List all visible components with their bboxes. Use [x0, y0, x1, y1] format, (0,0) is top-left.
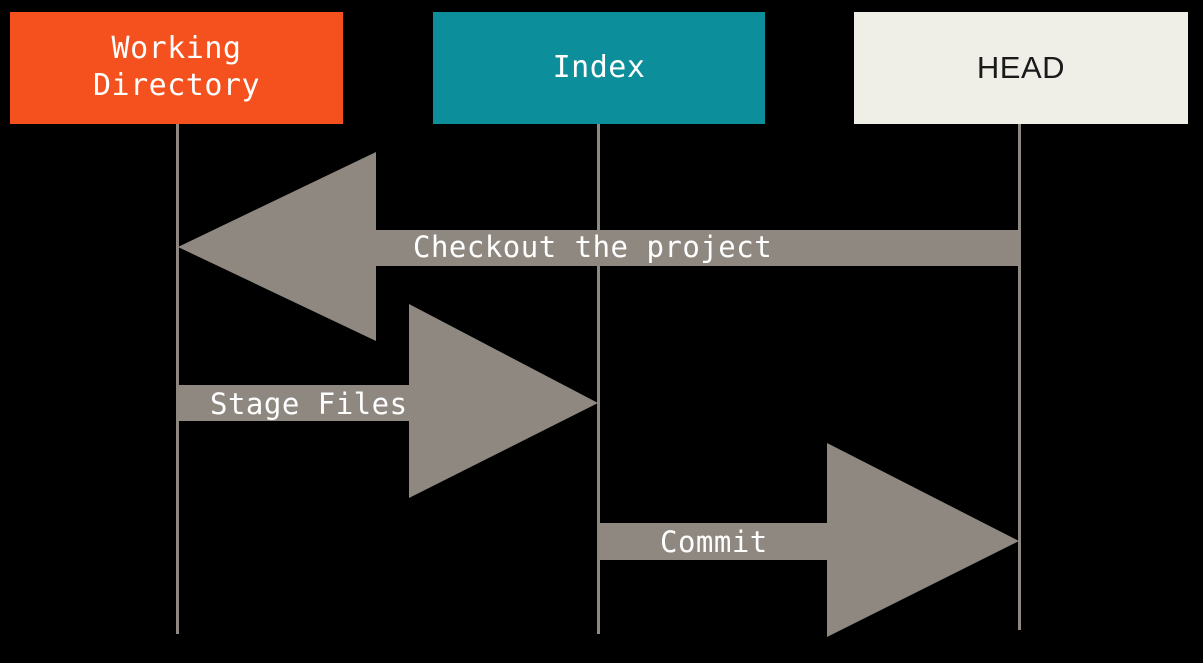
node-label-index: Index — [552, 49, 646, 85]
arrow-stage-files — [177, 304, 598, 498]
message-label-commit: Commit — [660, 525, 768, 559]
node-label-working-directory: Working Directory — [92, 31, 261, 103]
node-index[interactable]: Index — [433, 12, 765, 124]
arrow-commit — [598, 443, 1019, 637]
message-label-checkout: Checkout the project — [413, 230, 773, 264]
lifeline-index — [597, 124, 600, 634]
node-working-directory[interactable]: Working Directory — [10, 12, 343, 124]
arrow-checkout — [178, 152, 1020, 341]
node-label-head: HEAD — [976, 50, 1066, 86]
lifeline-head — [1018, 124, 1021, 630]
lifeline-working-directory — [176, 124, 179, 634]
node-head[interactable]: HEAD — [854, 12, 1188, 124]
message-label-stage-files: Stage Files — [210, 387, 408, 421]
